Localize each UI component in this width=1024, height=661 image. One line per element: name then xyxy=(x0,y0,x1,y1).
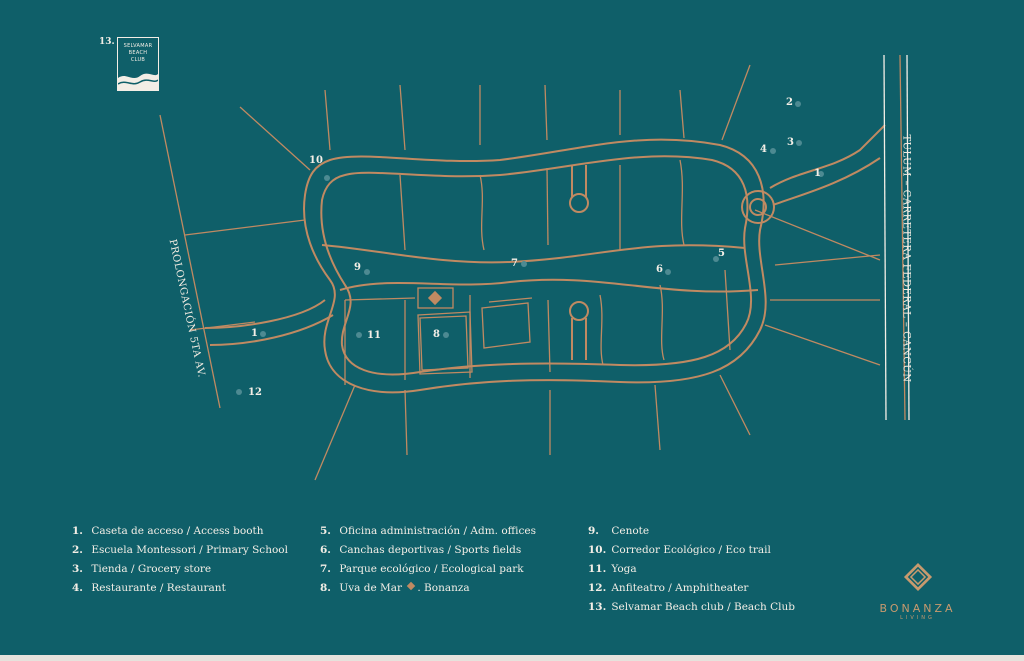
ring-road xyxy=(204,124,886,394)
legend-num: 10. xyxy=(588,544,607,556)
marker-4[interactable]: 4 xyxy=(760,144,767,155)
legend-text: Restaurante / Restaurant xyxy=(91,582,226,594)
marker-11[interactable]: 11 xyxy=(367,330,381,341)
legend-text: Selvamar Beach club / Beach Club xyxy=(611,601,796,613)
legend-text: Oficina administración / Adm. offices xyxy=(339,525,536,537)
legend-text: Cenote xyxy=(611,525,650,537)
legend-text: Uva de Mar xyxy=(339,582,403,594)
marker-dots xyxy=(236,101,824,395)
legend-num: 11. xyxy=(588,563,607,575)
legend-item: 12. Anfiteatro / Amphitheater xyxy=(588,579,795,598)
marker-2[interactable]: 2 xyxy=(786,97,793,108)
legend-num: 9. xyxy=(588,525,599,537)
legend-num: 8. xyxy=(320,582,331,594)
legend-text: Canchas deportivas / Sports fields xyxy=(339,544,522,556)
wave-icon xyxy=(118,73,158,90)
legend-item: 3. Tienda / Grocery store xyxy=(72,560,288,579)
legend-text-2: . Bonanza xyxy=(417,582,470,594)
legend-num: 1. xyxy=(72,525,83,537)
legend-text: Yoga xyxy=(611,563,637,575)
legend-num: 13. xyxy=(588,601,607,613)
legend-item: 6. Canchas deportivas / Sports fields xyxy=(320,541,536,560)
logo-line1: SELVAMAR xyxy=(123,43,153,49)
legend-text: Corredor Ecológico / Eco trail xyxy=(611,544,771,556)
marker-3[interactable]: 3 xyxy=(787,137,794,148)
road-label-right: TULUM – CARRETERA FEDERAL – CANCÚN xyxy=(900,134,912,383)
legend-text: Parque ecológico / Ecological park xyxy=(339,563,524,575)
bonanza-knot-icon xyxy=(903,562,932,592)
bottom-bar xyxy=(0,655,1024,661)
marker-6[interactable]: 6 xyxy=(656,264,663,275)
legend-num: 6. xyxy=(320,544,331,556)
marker-5[interactable]: 5 xyxy=(718,248,725,259)
logo-line2: BEACH xyxy=(128,50,148,56)
legend-num: 2. xyxy=(72,544,83,556)
legend-text: Escuela Montessori / Primary School xyxy=(91,544,288,556)
legend-item: 10. Corredor Ecológico / Eco trail xyxy=(588,541,795,560)
legend-num: 3. xyxy=(72,563,83,575)
marker-10[interactable]: 10 xyxy=(309,155,323,166)
logo-number: 13. xyxy=(99,37,115,47)
highway-line-1 xyxy=(883,54,887,421)
brand-name: BONANZA xyxy=(879,602,956,615)
legend-item: 1. Caseta de acceso / Access booth xyxy=(72,522,288,541)
legend-col3: 9. Cenote 10. Corredor Ecológico / Eco t… xyxy=(588,522,795,617)
uva-de-mar-legend-icon xyxy=(407,581,416,591)
brand-sub: LIVING xyxy=(900,615,935,621)
legend-text: Tienda / Grocery store xyxy=(91,563,212,575)
legend-text: Caseta de acceso / Access booth xyxy=(91,525,264,537)
legend-item: 7. Parque ecológico / Ecological park xyxy=(320,560,536,579)
legend-item: 8. Uva de Mar . Bonanza xyxy=(320,579,536,598)
legend-item: 4. Restaurante / Restaurant xyxy=(72,579,288,598)
site-map xyxy=(159,54,910,481)
legend-text: Anfiteatro / Amphitheater xyxy=(611,582,749,594)
selvamar-logo: SELVAMAR BEACH CLUB xyxy=(117,37,159,91)
legend-item: 13. Selvamar Beach club / Beach Club xyxy=(588,598,795,617)
marker-1[interactable]: 1 xyxy=(251,328,258,339)
legend-num: 12. xyxy=(588,582,607,594)
lot-lines xyxy=(159,54,906,481)
marker-12[interactable]: 12 xyxy=(248,387,262,398)
logo-line3: CLUB xyxy=(130,57,146,63)
legend-num: 5. xyxy=(320,525,331,537)
legend-item: 9. Cenote xyxy=(588,522,795,541)
legend-col1: 1. Caseta de acceso / Access booth 2. Es… xyxy=(72,522,288,598)
legend-item: 5. Oficina administración / Adm. offices xyxy=(320,522,536,541)
legend-item: 2. Escuela Montessori / Primary School xyxy=(72,541,288,560)
legend-item: 11. Yoga xyxy=(588,560,795,579)
marker-1b[interactable]: 1 xyxy=(814,168,821,179)
legend-num: 4. xyxy=(72,582,83,594)
legend-num: 7. xyxy=(320,563,331,575)
uva-de-mar-icon xyxy=(427,290,443,306)
marker-9[interactable]: 9 xyxy=(354,262,361,273)
bonanza-logo: BONANZA LIVING xyxy=(870,560,965,621)
highway-line-2 xyxy=(906,54,910,421)
legend-col2: 5. Oficina administración / Adm. offices… xyxy=(320,522,536,598)
marker-7[interactable]: 7 xyxy=(511,258,518,269)
marker-8[interactable]: 8 xyxy=(433,329,440,340)
